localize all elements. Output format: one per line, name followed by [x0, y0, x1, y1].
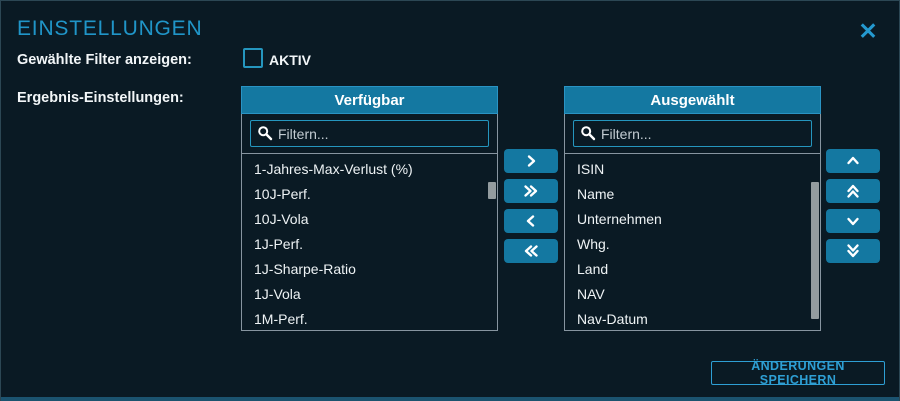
list-item[interactable]: 1-Jahres-Max-Verlust (%) [254, 161, 413, 177]
list-item[interactable]: Land [577, 261, 609, 277]
list-item[interactable]: Whg. [577, 236, 610, 252]
double-chevron-left-icon [523, 244, 539, 258]
selected-filter-input[interactable] [573, 120, 812, 147]
double-chevron-up-icon [846, 183, 860, 199]
available-filter-wrap [250, 120, 489, 147]
list-item[interactable]: Nav-Datum [577, 311, 648, 327]
move-up-button[interactable] [826, 149, 880, 173]
chevron-left-icon [523, 214, 539, 228]
chevron-up-icon [846, 153, 860, 169]
aktiv-checkbox-label: AKTIV [269, 52, 311, 68]
chevron-right-icon [523, 154, 539, 168]
chevron-down-icon [846, 213, 860, 229]
move-down-button[interactable] [826, 209, 880, 233]
list-item[interactable]: Unternehmen [577, 211, 662, 227]
divider [242, 153, 497, 154]
dialog-title: EINSTELLUNGEN [17, 17, 203, 40]
list-item[interactable]: 1J-Perf. [254, 236, 304, 252]
order-button-column [826, 149, 880, 263]
close-icon[interactable]: ✕ [858, 17, 878, 44]
move-to-bottom-button[interactable] [826, 239, 880, 263]
selected-filter-wrap [573, 120, 812, 147]
divider [565, 153, 820, 154]
double-chevron-down-icon [846, 243, 860, 259]
selected-list-scrollbar[interactable] [811, 182, 819, 319]
available-panel-body: 1-Jahres-Max-Verlust (%) 10J-Perf. 10J-Vol… [241, 114, 498, 331]
list-item[interactable]: 1J-Sharpe-Ratio [254, 261, 356, 277]
available-panel: Verfügbar 1-Jahres-Max-Verlust (%) 10J-Pe… [241, 86, 498, 331]
list-item[interactable]: NAV [577, 286, 605, 302]
move-left-button[interactable] [504, 209, 558, 233]
available-panel-header: Verfügbar [241, 86, 498, 114]
list-item[interactable]: Name [577, 186, 615, 202]
bottom-accent-bar [1, 397, 899, 401]
list-item[interactable]: 1M-Perf. [254, 311, 308, 327]
available-list-scrollbar[interactable] [488, 182, 496, 199]
show-selected-filters-label: Gewählte Filter anzeigen: [17, 52, 192, 68]
available-list: 1-Jahres-Max-Verlust (%) 10J-Perf. 10J-Vol… [242, 154, 497, 331]
move-to-top-button[interactable] [826, 179, 880, 203]
aktiv-checkbox[interactable] [243, 48, 263, 68]
move-right-button[interactable] [504, 149, 558, 173]
list-item[interactable]: 10J-Vola [254, 211, 309, 227]
save-changes-button[interactable]: ÄNDERUNGEN SPEICHERN [711, 359, 885, 387]
list-item[interactable]: ISIN [577, 161, 605, 177]
double-chevron-right-icon [523, 184, 539, 198]
list-item[interactable]: 1J-Vola [254, 286, 301, 302]
selected-panel-header: Ausgewählt [564, 86, 821, 114]
result-settings-label: Ergebnis-Einstellungen: [17, 90, 184, 106]
available-filter-input[interactable] [250, 120, 489, 147]
transfer-button-column [504, 149, 558, 263]
list-item[interactable]: 10J-Perf. [254, 186, 311, 202]
move-all-right-button[interactable] [504, 179, 558, 203]
move-all-left-button[interactable] [504, 239, 558, 263]
